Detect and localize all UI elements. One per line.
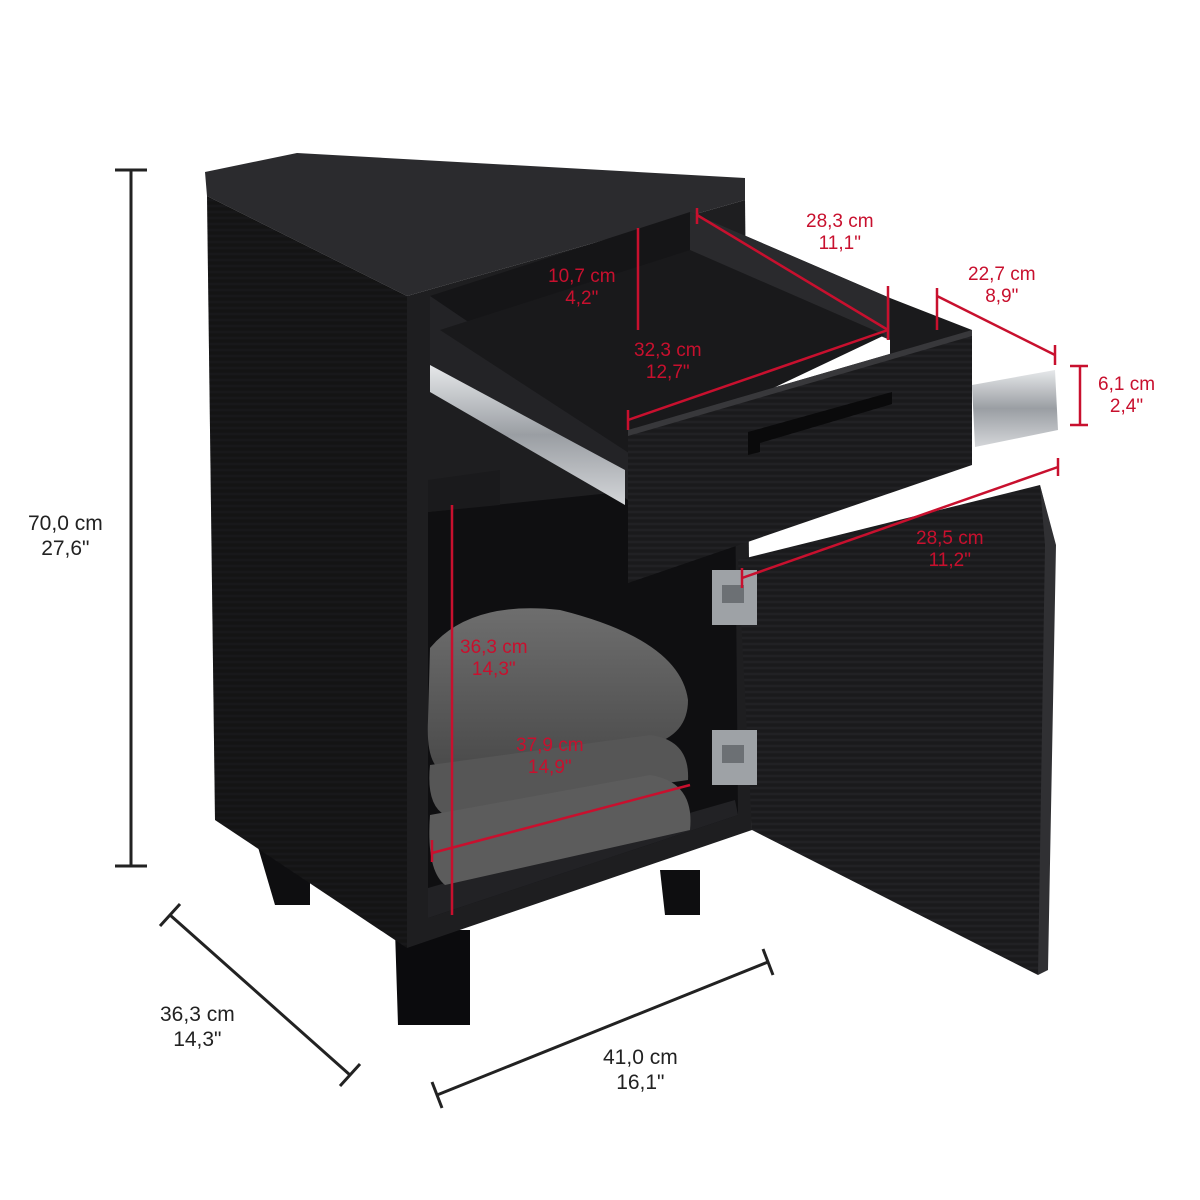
door-edge: [1038, 485, 1056, 975]
drawer-back-panel: [690, 212, 890, 340]
depth-dimension-line: [158, 902, 362, 1088]
drawer: [430, 212, 972, 583]
door-width-cm: 28,5 cm: [916, 528, 984, 549]
drawer-height-in: 4,2": [565, 288, 599, 310]
drawer-handle: [748, 392, 892, 455]
depth-cm: 36,3 cm: [160, 1003, 235, 1026]
folded-towels: [427, 608, 691, 885]
slide-height-cm: 6,1 cm: [1098, 374, 1156, 395]
total-height-cm: 70,0 cm: [28, 512, 103, 535]
shelf-width-label: 37,9 cm 14,9": [516, 735, 584, 780]
width-dimension-line: [430, 948, 775, 1109]
red-dimension-lines: [430, 208, 1088, 915]
drawer-width-in: 12,7": [645, 362, 690, 384]
door-width-label: 28,5 cm 11,2": [916, 528, 984, 573]
cabinet-side-shade: [207, 196, 407, 948]
right-drawer-slide: [972, 370, 1058, 447]
width-label: 41,0 cm 16,1": [603, 1046, 678, 1096]
width-in: 16,1": [616, 1070, 665, 1094]
total-height-label: 70,0 cm 27,6": [28, 512, 103, 562]
slide-height-in: 2,4": [1109, 396, 1144, 418]
depth-in: 14,3": [173, 1027, 222, 1051]
slide-length-label: 22,7 cm 8,9": [968, 264, 1036, 309]
slide-length-line: [936, 294, 1056, 357]
drawer-floor: [440, 250, 885, 455]
total-height-in: 27,6": [41, 536, 90, 560]
drawer-depth-label: 28,3 cm 11,1": [806, 211, 874, 256]
drawer-width-cm: 32,3 cm: [634, 340, 702, 361]
towel-middle: [429, 735, 689, 815]
slide-height-label: 6,1 cm 2,4": [1098, 374, 1155, 419]
width-cm: 41,0 cm: [603, 1046, 678, 1069]
drawer-height-cm: 10,7 cm: [548, 266, 616, 287]
front-left-leg: [395, 930, 470, 1025]
shelf-width-in: 14,9": [527, 757, 572, 779]
drawer-depth-line: [696, 213, 889, 332]
left-drawer-slide: [430, 365, 625, 505]
drawer-depth-cm: 28,3 cm: [806, 211, 874, 232]
shelf-height-label: 36,3 cm 14,3": [460, 637, 528, 682]
lower-hinge: [712, 730, 757, 785]
cabinet-top-surface: [205, 153, 745, 296]
drawer-front-edge: [628, 330, 972, 436]
shelf-height-in: 14,3": [471, 659, 516, 681]
door-width-line: [741, 465, 1059, 580]
drawer-slides: [430, 365, 1058, 505]
towel-top: [427, 608, 688, 770]
slide-length-cm: 22,7 cm: [968, 264, 1036, 285]
door-panel: [738, 485, 1055, 975]
height-dimension-line: [115, 168, 147, 868]
cabinet-door: [712, 485, 1056, 975]
drawer-width-label: 32,3 cm 12,7": [634, 340, 702, 385]
cabinet-side-panel: [207, 196, 407, 948]
cabinet-shelf-back: [428, 470, 500, 512]
upper-hinge: [712, 570, 757, 625]
drawer-height-label: 10,7 cm 4,2": [548, 266, 616, 311]
shelf-height-cm: 36,3 cm: [460, 637, 528, 658]
drawer-width-line: [627, 328, 889, 422]
door-width-in: 11,2": [928, 550, 971, 572]
shelf-width-line: [431, 783, 691, 855]
depth-label: 36,3 cm 14,3": [160, 1003, 235, 1053]
drawer-front: [628, 330, 972, 583]
black-dimension-lines: [115, 168, 775, 1109]
drawer-depth-in: 11,1": [818, 233, 861, 255]
shelf-width-cm: 37,9 cm: [516, 735, 584, 756]
slide-length-in: 8,9": [985, 286, 1019, 308]
back-right-leg: [660, 870, 700, 915]
